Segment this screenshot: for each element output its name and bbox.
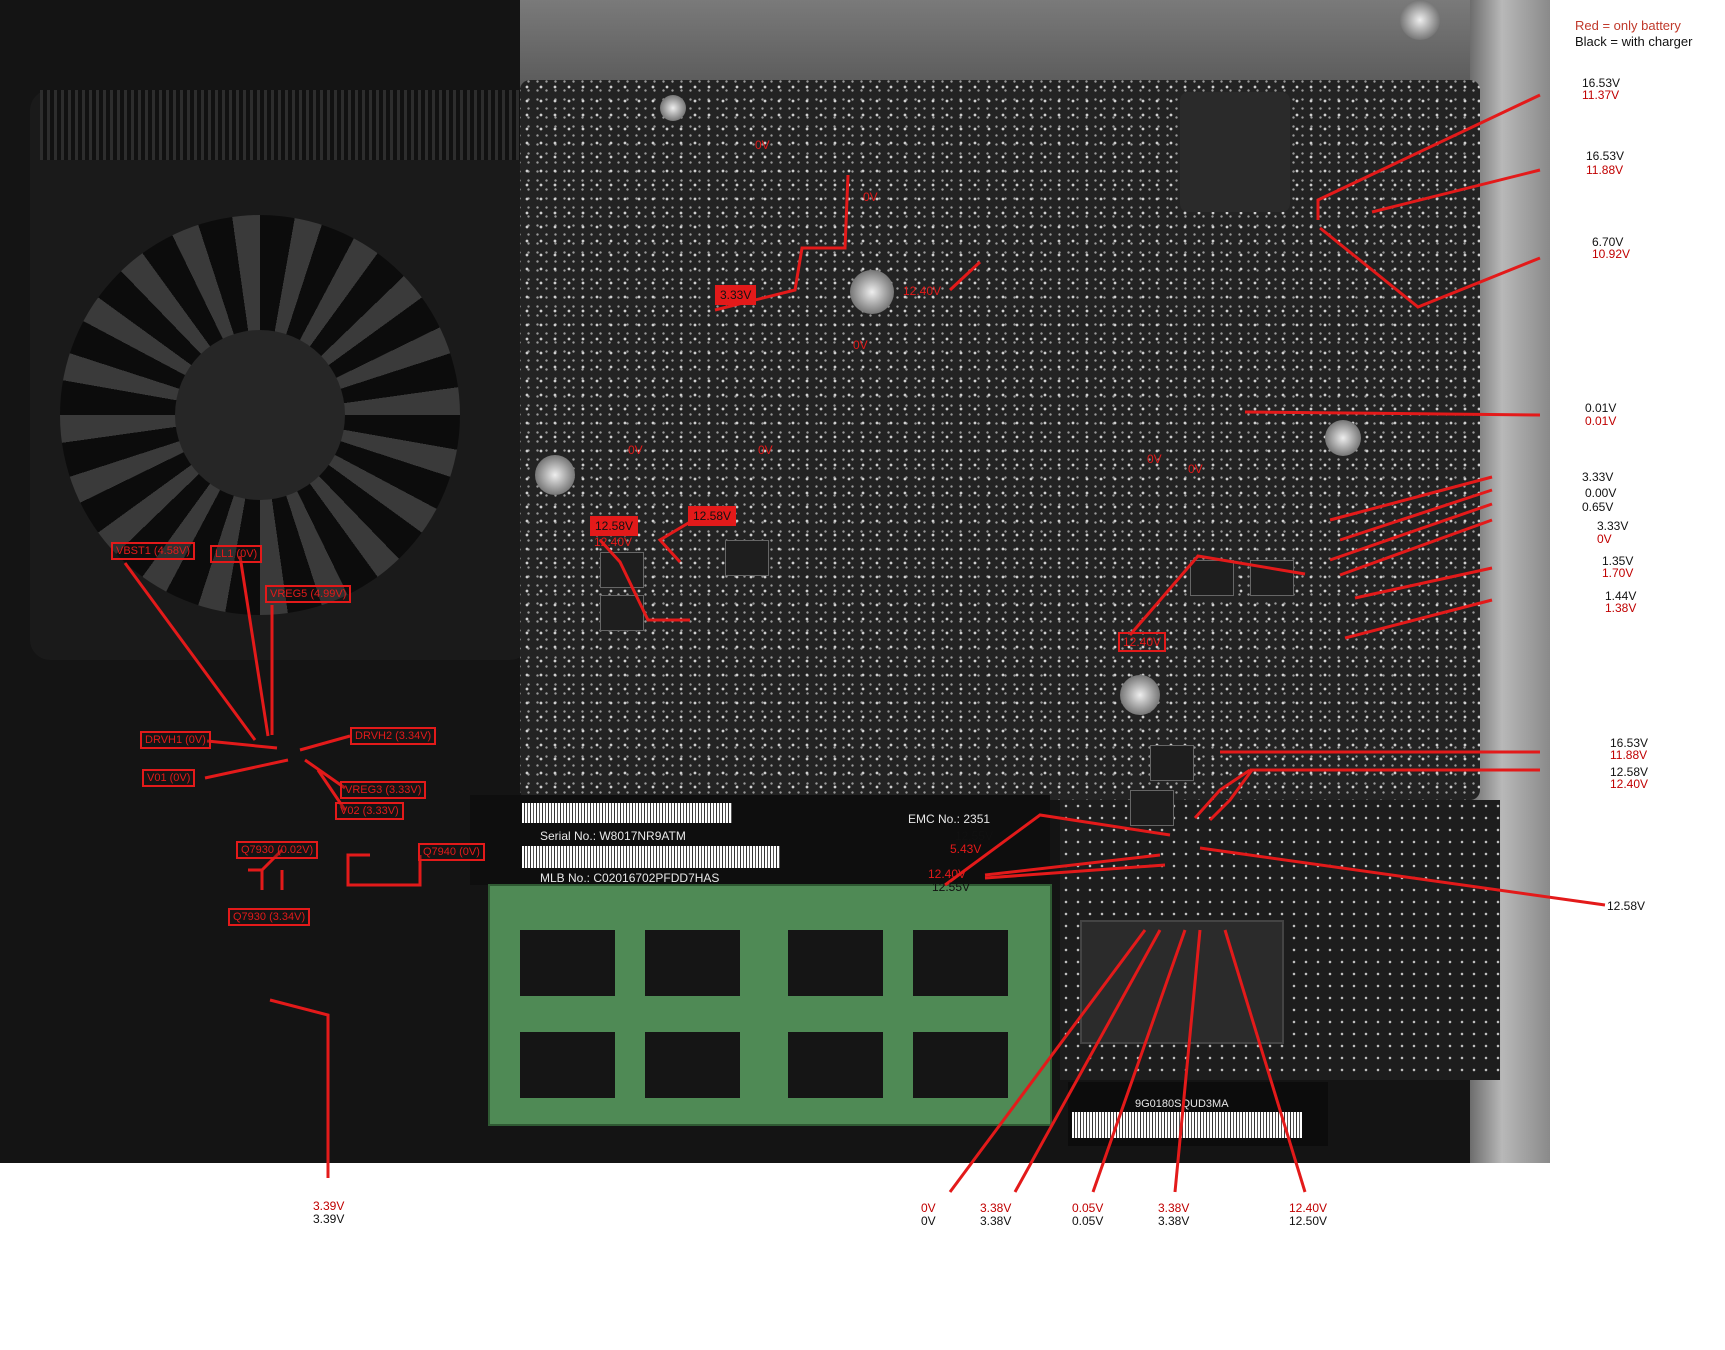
- reading-red: 11.88V: [1610, 748, 1648, 762]
- board-label: 0V: [758, 443, 773, 457]
- board-label: 5.43V: [950, 842, 982, 856]
- reading-black: 12.58V: [1607, 899, 1646, 913]
- screw: [850, 270, 894, 314]
- board-label: 12.40V: [594, 535, 633, 549]
- reading-red: 0V: [921, 1201, 936, 1215]
- capacitor: [725, 540, 769, 576]
- reading-black: 1.44V: [1605, 589, 1637, 603]
- heatsink-fins: [40, 90, 520, 160]
- capacitor: [1150, 745, 1194, 781]
- capacitor: [600, 595, 644, 631]
- board-label: 12.40V: [1118, 632, 1167, 652]
- reading-red: 3.38V: [980, 1201, 1012, 1215]
- tag-q7930-a: Q7930 (0.02V): [236, 841, 319, 859]
- legend-battery: Red = only battery: [1575, 18, 1681, 33]
- barcode: [522, 846, 780, 868]
- reading-red: 3.39V: [313, 1199, 345, 1213]
- reading-black: 0.65V: [1582, 500, 1614, 514]
- reading-red: 12.40V: [1610, 777, 1649, 791]
- tag-v02: V02 (3.33V): [335, 802, 404, 820]
- reading-red: 1.38V: [1605, 601, 1637, 615]
- reading-black: 0.00V: [1585, 486, 1617, 500]
- reading-black: 3.38V: [1158, 1214, 1190, 1228]
- serial-number-text: Serial No.: W8017NR9ATM: [540, 829, 686, 843]
- board-label: 0V: [755, 138, 770, 152]
- screw: [1120, 675, 1160, 715]
- tag-drvh2: DRVH2 (3.34V): [350, 727, 437, 745]
- reading-red: 0V: [1597, 532, 1612, 546]
- board-label: 3.33V: [715, 285, 757, 305]
- reading-red: 10.92V: [1592, 247, 1631, 261]
- tag-vreg5: VREG5 (4.99V): [265, 585, 352, 603]
- barcode: [522, 803, 732, 823]
- reading-black: 3.33V: [1582, 470, 1614, 484]
- tag-q7940: Q7940 (0V): [418, 843, 485, 861]
- hdd-connector: [1080, 920, 1284, 1044]
- board-label: 0V: [1147, 452, 1162, 466]
- reading-black: 0.01V: [1585, 401, 1617, 415]
- tag-ll1: LL1 (0V): [210, 545, 263, 563]
- emc-number-text: EMC No.: 2351: [908, 812, 991, 826]
- reading-black: 3.38V: [980, 1214, 1012, 1228]
- board-label: 12.40V: [903, 284, 942, 298]
- fan-hub: [175, 330, 345, 500]
- board-label: 12.40V: [928, 867, 967, 881]
- board-label: 0V: [1188, 462, 1203, 476]
- reading-red: 12.40V: [1289, 1201, 1328, 1215]
- screw: [660, 95, 686, 121]
- reading-black: 12.58V: [1610, 765, 1649, 779]
- board-label: 12.55V: [932, 880, 971, 894]
- board-label: 12.55V: [955, 829, 994, 843]
- reading-black: 6.70V: [1592, 235, 1624, 249]
- board-label: 0V: [863, 190, 878, 204]
- hdd-serial-text: 9G0180SQUD3MA: [1135, 1098, 1229, 1110]
- board-label: 0V: [628, 443, 643, 457]
- tag-vbst1: VBST1 (4.58V): [111, 542, 195, 560]
- reading-black: 0V: [921, 1214, 936, 1228]
- chassis-top: [520, 0, 1470, 88]
- capacitor: [1130, 790, 1174, 826]
- reading-black: 16.53V: [1610, 736, 1649, 750]
- logic-board-photo: Serial No.: W8017NR9ATM MLB No.: C020167…: [0, 0, 1550, 1163]
- magsafe-connector: [1180, 92, 1290, 212]
- capacitor: [1250, 560, 1294, 596]
- reading-black: 3.33V: [1597, 519, 1629, 533]
- reading-black: 12.50V: [1289, 1214, 1328, 1228]
- screw: [1325, 420, 1361, 456]
- reading-red: 3.38V: [1158, 1201, 1190, 1215]
- reading-red: 11.88V: [1586, 163, 1624, 177]
- barcode: [1072, 1112, 1302, 1138]
- reading-red: 11.37V: [1582, 88, 1620, 102]
- screw: [1400, 0, 1440, 40]
- capacitor: [1190, 560, 1234, 596]
- board-label: 12.58V: [590, 516, 639, 536]
- board-label: 12.58V: [688, 506, 737, 526]
- tag-q7930-b: Q7930 (3.34V): [228, 908, 311, 926]
- screw: [535, 455, 575, 495]
- reading-black: 1.35V: [1602, 554, 1634, 568]
- mlb-number-text: MLB No.: C02016702PFDD7HAS: [540, 871, 720, 885]
- reading-black: 16.53V: [1582, 76, 1621, 90]
- tag-drvh1: DRVH1 (0V): [140, 731, 211, 749]
- board-label: 0V: [853, 338, 868, 352]
- reading-red: 0.05V: [1072, 1201, 1104, 1215]
- reading-red: 0.01V: [1585, 414, 1617, 428]
- ram-module: [488, 884, 1052, 1126]
- reading-black: 3.39V: [313, 1212, 345, 1226]
- reading-red: 1.70V: [1602, 566, 1634, 580]
- tag-vreg3: VREG3 (3.33V): [340, 781, 427, 799]
- legend-charger: Black = with charger: [1575, 34, 1693, 49]
- reading-black: 16.53V: [1586, 149, 1625, 163]
- tag-v01: V01 (0V): [142, 769, 196, 787]
- reading-black: 0.05V: [1072, 1214, 1104, 1228]
- capacitor: [600, 552, 644, 588]
